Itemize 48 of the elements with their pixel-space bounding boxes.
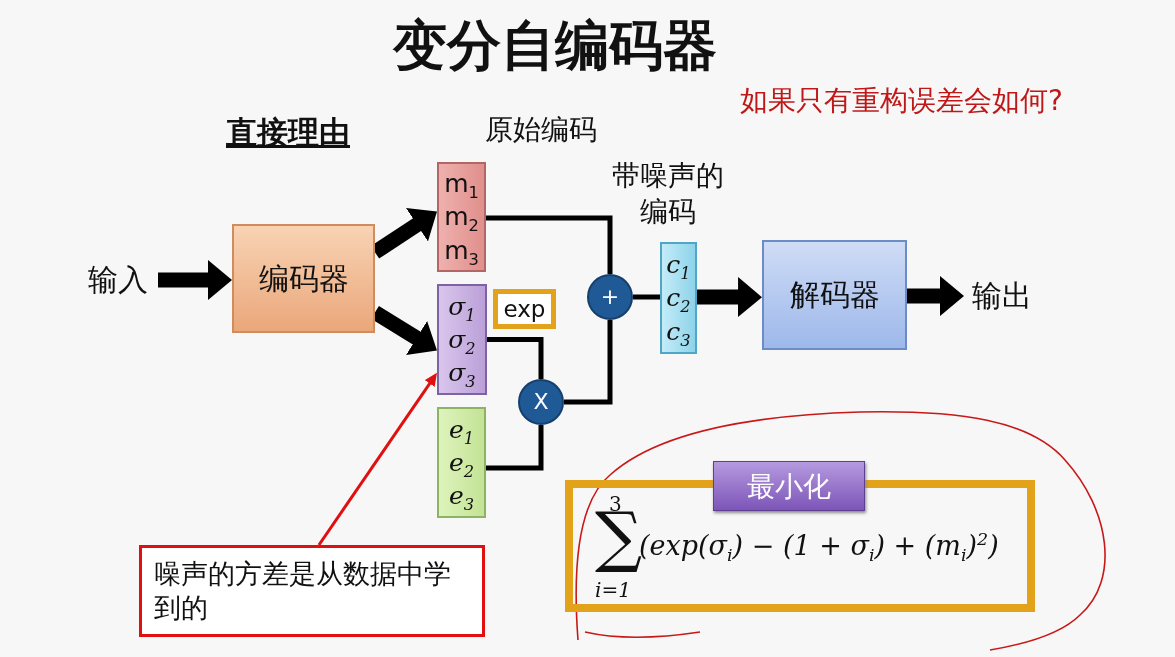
connector-line (486, 425, 544, 471)
mean-vector-box (437, 162, 486, 272)
block-arrow (696, 277, 762, 318)
connector-line (633, 294, 660, 300)
arrow (317, 372, 437, 546)
encoder-box (232, 224, 375, 333)
connector-line (487, 337, 544, 379)
box-label: 最小化 (747, 468, 831, 504)
noise-vector-box (437, 407, 486, 518)
operator-symbol: X (533, 388, 549, 416)
vector-element: m$_{2}$ (444, 201, 479, 234)
vector-element: c$_{1}$ (666, 249, 691, 282)
vector-element: m$_{3}$ (444, 234, 479, 267)
box-label: exp (503, 294, 546, 324)
block-arrow (158, 260, 232, 300)
vector-element: c$_{3}$ (666, 315, 691, 348)
block-arrow (907, 276, 964, 317)
vector-element: σ$_{2}$ (448, 323, 476, 357)
heading-text: 直接理由 (226, 113, 350, 152)
question-text: 如果只有重构误差会如何? (740, 83, 1063, 119)
decoder-box (762, 240, 907, 350)
code-vector-box (660, 242, 697, 354)
vector-element: e$_{1}$ (448, 413, 475, 446)
multiply-circle (518, 379, 564, 425)
box-label: 解码器 (789, 276, 880, 314)
vector-element: e$_{2}$ (448, 446, 475, 480)
box-label: 噪声的方差是从数据中学到的 (153, 557, 452, 625)
output-label: 输出 (964, 272, 1040, 320)
caption-text: 原始编码 (484, 112, 598, 148)
connector-line (486, 215, 613, 274)
vector-element: e$_{3}$ (448, 480, 475, 513)
vector-element: σ$_{3}$ (448, 357, 476, 390)
input-label: 输入 (78, 258, 158, 302)
caption-text: 带噪声的编码 (611, 158, 725, 231)
operator-symbol: + (600, 283, 620, 311)
box-label: 编码器 (258, 259, 349, 298)
vector-element: c$_{2}$ (666, 282, 691, 315)
vector-element: σ$_{1}$ (448, 290, 476, 323)
exp-box (493, 289, 556, 329)
heading-tag (713, 461, 865, 511)
formula-text: (exp(σ$_{i}$) − (1 + σ$_{i}$) + (m$_{i}$)$^{2}$) (639, 532, 999, 559)
sigma-vector-box (437, 284, 487, 395)
vector-element: m$_{1}$ (444, 168, 479, 201)
connector-line (564, 320, 613, 405)
title: 变分自编码器 (391, 13, 718, 79)
formula-text: i=1 (595, 580, 631, 600)
note-box (139, 545, 485, 637)
add-circle (587, 274, 633, 320)
